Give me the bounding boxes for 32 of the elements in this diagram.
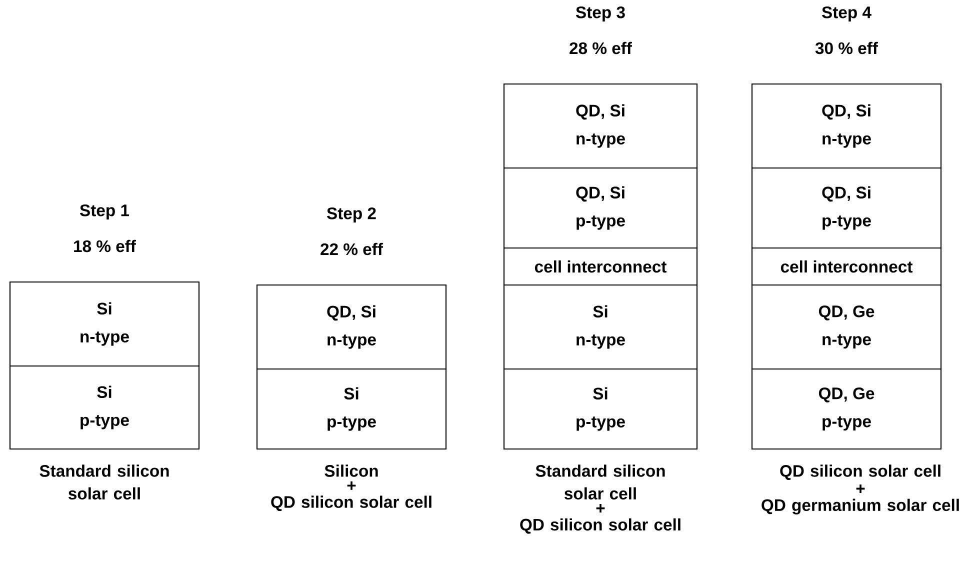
layer-box: QD, Si n-type	[503, 83, 698, 169]
caption-text: Standard silicon solar cell	[40, 464, 169, 500]
efficiency-label: 30 % eff	[815, 42, 878, 54]
layer-box: cell interconnect	[503, 247, 698, 286]
layer-box: QD, Si n-type	[751, 83, 942, 169]
layer-box: QD, Ge n-type	[751, 284, 942, 370]
layer-box: Si p-type	[503, 368, 698, 450]
caption-text: QD silicon solar cell	[520, 518, 680, 534]
caption-text: +	[347, 481, 356, 490]
layer-box: QD, Si p-type	[751, 167, 942, 249]
caption-text: +	[856, 484, 865, 493]
layer-box: QD, Si n-type	[256, 284, 447, 370]
step-heading: Step 4	[822, 6, 872, 22]
caption-text: +	[596, 504, 605, 512]
efficiency-label: 18 % eff	[74, 240, 136, 252]
caption-text: Silicon	[324, 464, 378, 477]
efficiency-label: 22 % eff	[320, 242, 383, 256]
caption-text: QD germanium solar cell	[762, 498, 959, 514]
layer-box: QD, Ge p-type	[751, 368, 942, 450]
caption-text: Standard silicon solar cell	[536, 464, 665, 500]
step-heading: Step 1	[80, 204, 130, 220]
layer-box: Si p-type	[9, 365, 200, 450]
caption-text: QD silicon solar cell	[780, 464, 940, 480]
efficiency-label: 28 % eff	[570, 42, 632, 54]
layer-box: Si n-type	[9, 281, 200, 367]
layer-box: cell interconnect	[751, 247, 942, 286]
layer-box: Si n-type	[503, 284, 698, 370]
caption-text: QD silicon solar cell	[271, 496, 432, 512]
layer-box: Si p-type	[256, 368, 447, 450]
step-heading: Step 2	[326, 207, 376, 223]
layer-box: QD, Si p-type	[503, 167, 698, 249]
step-heading: Step 3	[576, 6, 625, 22]
